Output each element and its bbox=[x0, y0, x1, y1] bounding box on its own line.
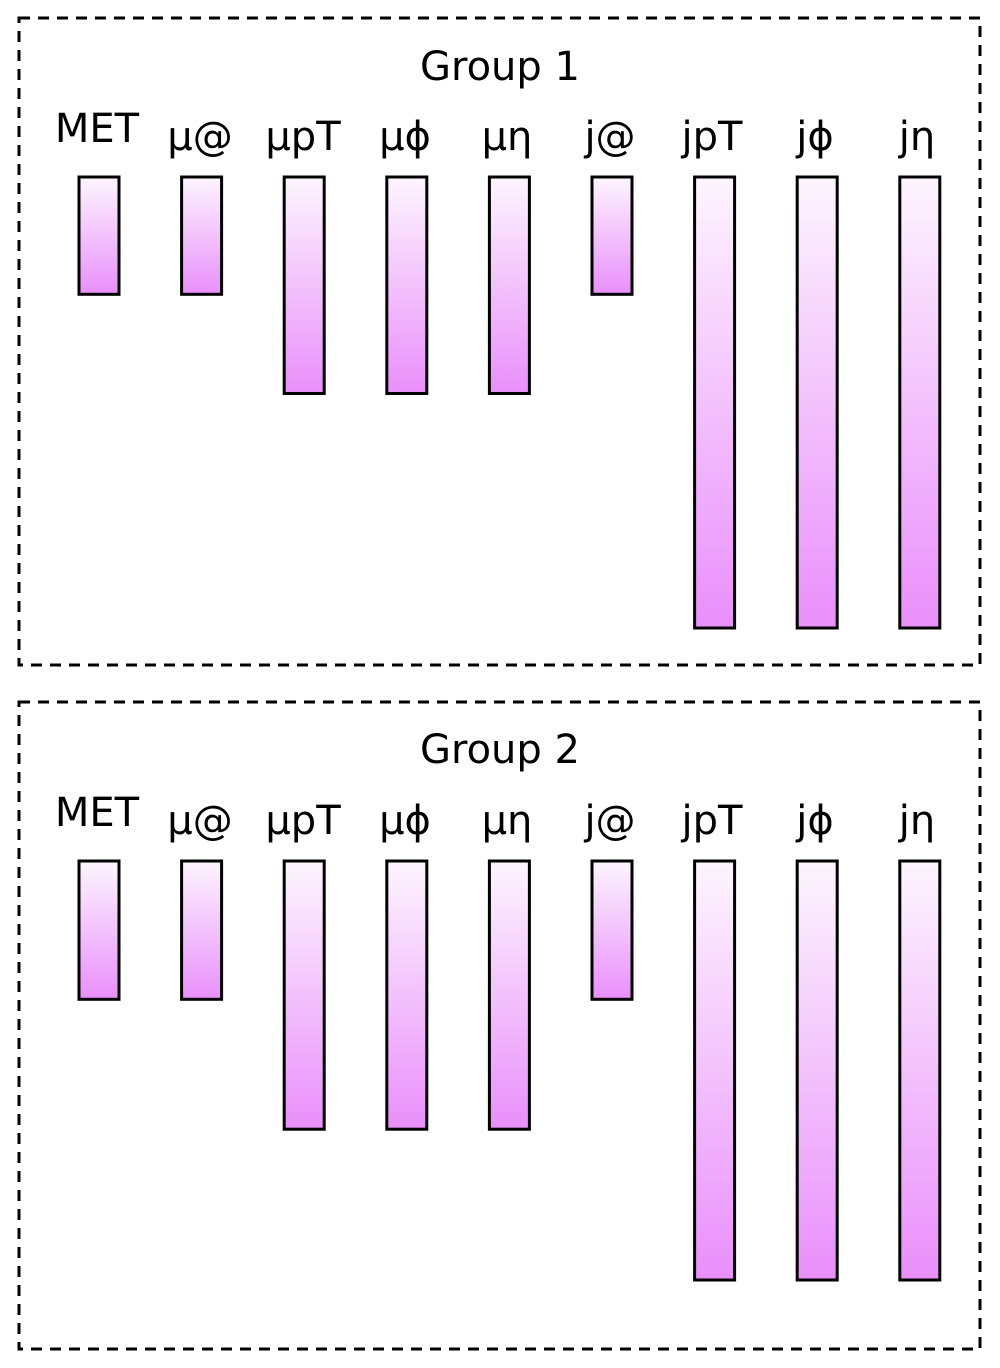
group-2-label-j-at: j@ bbox=[583, 798, 635, 844]
group-2-label-j-phi: jϕ bbox=[795, 798, 834, 844]
group-1-bar-j-eta bbox=[898, 175, 942, 630]
group-1-label-j-at: j@ bbox=[583, 114, 635, 160]
group-1-bar-mu-eta bbox=[487, 175, 531, 395]
group-2-title: Group 2 bbox=[420, 727, 580, 773]
group-2: Group 2 MET μ@ μpT μϕ μη j@ jpT jϕ jη bbox=[17, 700, 982, 1351]
group-2-bar-mu-pt bbox=[282, 859, 326, 1131]
group-2-bar-j-at bbox=[590, 859, 634, 1001]
group-2-bar-j-phi bbox=[795, 859, 839, 1282]
group-2-label-j-pt: jpT bbox=[681, 798, 744, 844]
group-1-frame bbox=[17, 16, 982, 667]
group-2-label-mu-phi: μϕ bbox=[379, 798, 431, 844]
group-2-labels: MET μ@ μpT μϕ μη j@ jpT jϕ jη bbox=[55, 790, 935, 844]
group-2-label-mu-eta: μη bbox=[482, 798, 533, 844]
group-1-bar-mu-pt bbox=[282, 175, 326, 395]
group-2-frame bbox=[17, 700, 982, 1351]
group-2-bar-mu-phi bbox=[385, 859, 429, 1131]
group-2-bar-met bbox=[77, 859, 121, 1001]
group-1-label-mu-pt: μpT bbox=[265, 114, 341, 160]
group-1-title: Group 1 bbox=[420, 44, 580, 90]
group-1-label-j-eta: jη bbox=[898, 114, 935, 160]
group-2-label-j-eta: jη bbox=[898, 798, 935, 844]
group-2-bars bbox=[77, 859, 942, 1282]
group-1-bar-mu-phi bbox=[385, 175, 429, 395]
group-1-bar-met bbox=[77, 175, 121, 296]
group-1-label-mu-at: μ@ bbox=[167, 114, 232, 160]
group-2-bar-mu-eta bbox=[487, 859, 531, 1131]
group-1-bar-mu-at bbox=[180, 175, 224, 296]
group-1-label-j-phi: jϕ bbox=[795, 114, 834, 160]
group-1: Group 1 MET μ@ μpT μϕ μη j@ jpT jϕ jη bbox=[17, 16, 982, 667]
group-2-bar-j-eta bbox=[898, 859, 942, 1282]
group-2-label-mu-at: μ@ bbox=[167, 798, 232, 844]
group-1-bars bbox=[77, 175, 942, 630]
group-2-label-met: MET bbox=[55, 790, 140, 836]
group-1-label-mu-eta: μη bbox=[482, 114, 533, 160]
group-1-label-met: MET bbox=[55, 106, 140, 152]
group-1-labels: MET μ@ μpT μϕ μη j@ jpT jϕ jη bbox=[55, 106, 935, 160]
group-1-bar-j-at bbox=[590, 175, 634, 296]
group-2-bar-mu-at bbox=[180, 859, 224, 1001]
group-1-bar-j-pt bbox=[693, 175, 737, 630]
group-2-bar-j-pt bbox=[693, 859, 737, 1282]
group-1-label-j-pt: jpT bbox=[681, 114, 744, 160]
group-2-label-mu-pt: μpT bbox=[265, 798, 341, 844]
group-1-bar-j-phi bbox=[795, 175, 839, 630]
group-1-label-mu-phi: μϕ bbox=[379, 114, 431, 160]
